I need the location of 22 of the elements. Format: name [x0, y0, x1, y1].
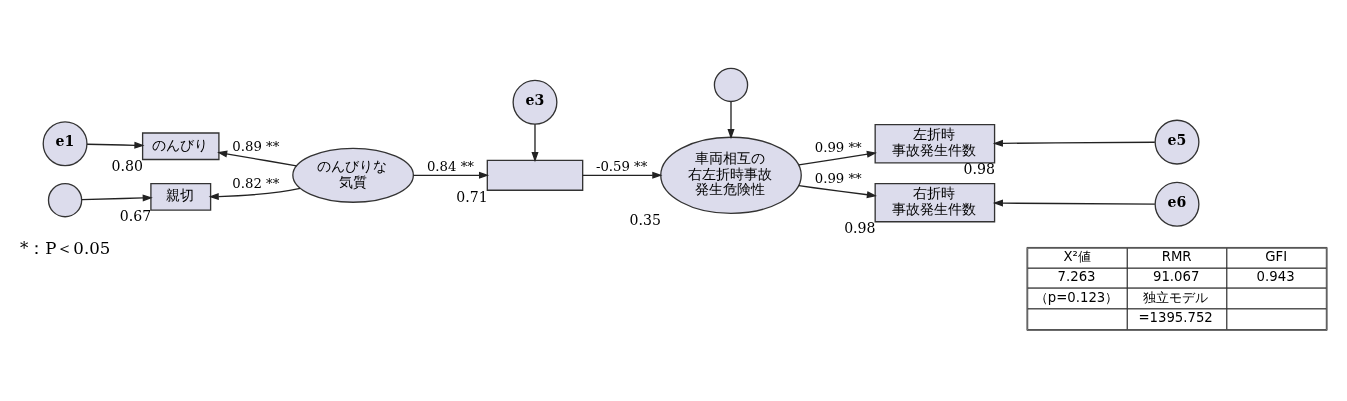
edge-label: -0.59 **	[595, 158, 648, 174]
node-label: 0.35	[629, 211, 661, 228]
label: X²値	[1063, 248, 1091, 264]
node-label: 0.98	[844, 219, 876, 236]
edge-label: 0.82 **	[232, 175, 280, 191]
node-label: 0.80	[111, 157, 143, 174]
label: RMR	[1161, 248, 1192, 264]
edge-label: 0.99 **	[814, 170, 862, 186]
edge-label: 0.99 **	[814, 139, 862, 155]
label: =1395.752	[1138, 309, 1213, 325]
node-label: 0.71	[456, 188, 488, 204]
label: 0.943	[1256, 268, 1295, 284]
label: GFI	[1265, 248, 1288, 264]
label: （p=0.123）	[1034, 289, 1119, 305]
edge-label: 0.89 **	[232, 138, 280, 154]
node-label: 0.67	[119, 207, 152, 224]
label: 独立モデル	[1143, 289, 1209, 305]
label: 91.067	[1152, 268, 1200, 284]
node-label: 0.98	[963, 160, 995, 177]
label: *：P＜0.05	[19, 238, 111, 258]
edge-label: 0.84 **	[426, 158, 474, 174]
label: 7.263	[1057, 268, 1096, 284]
